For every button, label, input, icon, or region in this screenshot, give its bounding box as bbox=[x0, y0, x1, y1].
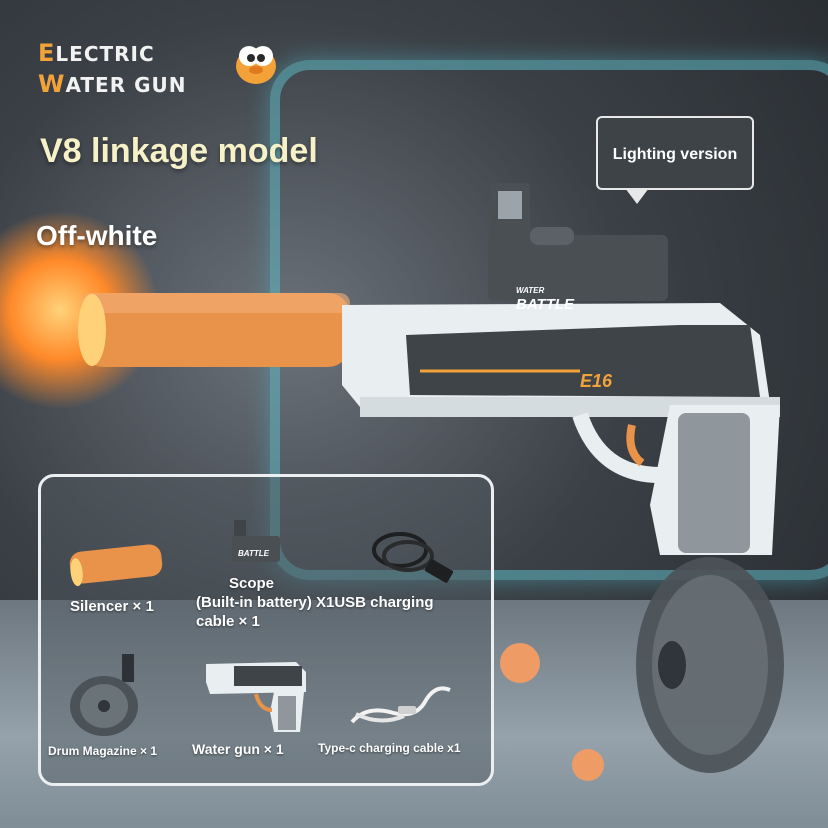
scope-thumb-brand: BATTLE bbox=[238, 549, 270, 558]
scope-brand-top: WATER bbox=[516, 286, 545, 295]
color-variant-label: Off-white bbox=[36, 220, 158, 251]
model-title: V8 linkage model bbox=[40, 132, 318, 170]
scope-brand-bottom: BATTLE bbox=[516, 296, 575, 313]
scope-label-line1: Scope bbox=[229, 575, 275, 592]
type-c-cable-label: Type-c charging cable x1 bbox=[318, 741, 461, 755]
scope-label-line3: cable × 1 bbox=[196, 613, 260, 630]
lighting-version-callout: Lighting version bbox=[596, 116, 754, 190]
water-gun-illustration: E16 WATER BATTLE bbox=[78, 183, 784, 781]
callout-tail bbox=[625, 188, 649, 204]
silencer-thumbnail bbox=[69, 544, 163, 587]
usb-cable-thumbnail bbox=[372, 532, 454, 583]
brand-logo-text: ELECTRIC WATER GUN bbox=[38, 38, 186, 100]
duck-mascot-icon bbox=[236, 46, 276, 84]
brand-cap-1: E bbox=[38, 39, 56, 67]
brand-rest-1: LECTRIC bbox=[55, 42, 155, 66]
water-gun-thumbnail bbox=[206, 662, 306, 732]
type-c-cable-thumbnail bbox=[350, 686, 451, 724]
scope-label: Scope (Built-in battery) X1USB charging … bbox=[196, 574, 476, 631]
slide-text: E16 bbox=[580, 371, 613, 391]
water-gun-label: Water gun × 1 bbox=[192, 741, 284, 757]
silencer-label: Silencer × 1 bbox=[70, 598, 154, 615]
drum-magazine-label: Drum Magazine × 1 bbox=[48, 744, 158, 758]
drum-magazine-thumbnail bbox=[70, 654, 138, 736]
brand-cap-2: W bbox=[38, 70, 66, 98]
scope-label-line2: (Built-in battery) X1USB charging bbox=[196, 594, 434, 611]
scope-thumbnail: BATTLE bbox=[232, 520, 280, 562]
brand-rest-2: ATER GUN bbox=[65, 73, 187, 97]
